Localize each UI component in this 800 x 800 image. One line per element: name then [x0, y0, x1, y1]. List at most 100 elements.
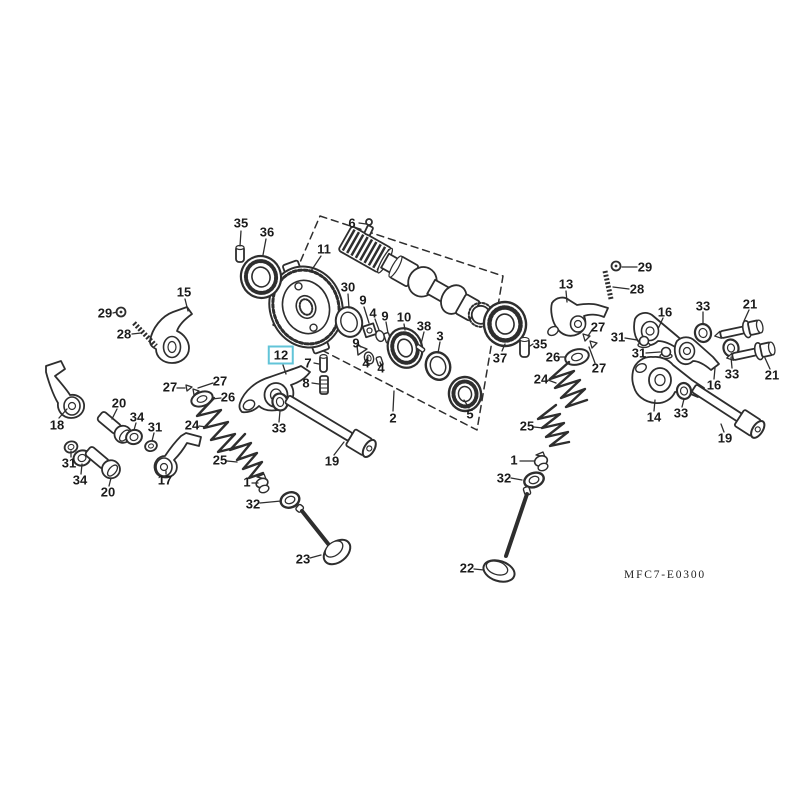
callout-21[interactable]: 21 — [742, 296, 758, 312]
callout-7[interactable]: 7 — [304, 355, 312, 371]
stud-28-left — [132, 321, 158, 348]
callout-27[interactable]: 27 — [591, 360, 607, 376]
callout-26[interactable]: 26 — [545, 349, 561, 365]
callout-31[interactable]: 31 — [147, 419, 163, 435]
callout-37[interactable]: 37 — [492, 350, 508, 366]
callout-32[interactable]: 32 — [496, 470, 512, 486]
callout-16[interactable]: 16 — [657, 304, 673, 320]
callout-29[interactable]: 29 — [97, 305, 113, 321]
callout-28[interactable]: 28 — [116, 326, 132, 342]
rocker-shaft-19-right — [691, 384, 766, 439]
valve-22 — [482, 486, 532, 583]
callout-35[interactable]: 35 — [233, 215, 249, 231]
ring-34-upper — [125, 428, 143, 446]
leader-line-12 — [282, 364, 287, 375]
callout-4[interactable]: 4 — [377, 360, 385, 376]
callout-11[interactable]: 11 — [317, 241, 331, 257]
callout-18[interactable]: 18 — [49, 417, 65, 433]
callout-30[interactable]: 30 — [340, 279, 356, 295]
callout-21[interactable]: 21 — [764, 367, 780, 383]
spring-seat-26-right — [564, 348, 590, 366]
leader-line-20 — [108, 477, 112, 487]
callout-23[interactable]: 23 — [295, 551, 311, 567]
callout-33[interactable]: 33 — [724, 366, 740, 382]
callout-34[interactable]: 34 — [72, 472, 88, 488]
callout-5[interactable]: 5 — [466, 406, 474, 422]
callout-9[interactable]: 9 — [381, 308, 389, 324]
leader-line-13 — [565, 290, 568, 303]
callout-8[interactable]: 8 — [302, 375, 310, 391]
callout-17[interactable]: 17 — [157, 472, 173, 488]
leader-line-25 — [226, 460, 238, 463]
callout-35[interactable]: 35 — [532, 336, 548, 352]
callout-9[interactable]: 9 — [352, 335, 360, 351]
nut-31-a — [637, 335, 651, 349]
cam-sprocket-11 — [268, 259, 344, 355]
ring-31-upper — [144, 439, 158, 453]
valve-spring-25-right — [536, 403, 571, 448]
stud-28-right — [602, 270, 614, 300]
callout-38[interactable]: 38 — [416, 318, 432, 334]
callout-1[interactable]: 1 — [243, 474, 251, 490]
callout-16[interactable]: 16 — [706, 377, 722, 393]
leader-line-9 — [358, 344, 362, 348]
callout-33[interactable]: 33 — [271, 420, 287, 436]
bolt-6 — [363, 218, 374, 237]
leader-line-3 — [437, 341, 441, 354]
callout-28[interactable]: 28 — [629, 281, 645, 297]
callout-25[interactable]: 25 — [519, 418, 535, 434]
leader-line-36 — [262, 238, 267, 256]
callout-27[interactable]: 27 — [162, 379, 178, 395]
adjusting-screw-8 — [319, 375, 329, 395]
callout-14[interactable]: 14 — [646, 409, 662, 425]
callout-10[interactable]: 10 — [396, 309, 412, 325]
callout-22[interactable]: 22 — [459, 560, 475, 576]
leader-line-32 — [510, 477, 523, 481]
leader-line-4 — [366, 356, 369, 361]
stem-seal-32-right — [523, 471, 545, 489]
leader-line-19 — [333, 441, 345, 456]
callout-34[interactable]: 34 — [129, 409, 145, 425]
callout-31[interactable]: 31 — [631, 345, 647, 361]
leader-line-6 — [358, 222, 367, 225]
callout-31[interactable]: 31 — [61, 455, 77, 471]
callout-33[interactable]: 33 — [695, 298, 711, 314]
callout-9[interactable]: 9 — [359, 292, 367, 308]
callout-19[interactable]: 19 — [324, 453, 340, 469]
callout-29[interactable]: 29 — [637, 259, 653, 275]
leader-line-27 — [588, 346, 596, 364]
callout-24[interactable]: 24 — [184, 417, 200, 433]
callout-26[interactable]: 26 — [220, 389, 236, 405]
bearing-36 — [239, 254, 283, 300]
callout-31[interactable]: 31 — [610, 329, 626, 345]
callout-12-highlighted[interactable]: 12 — [267, 345, 295, 365]
callout-15[interactable]: 15 — [176, 284, 192, 300]
callout-33[interactable]: 33 — [673, 405, 689, 421]
leader-line-33 — [730, 356, 733, 369]
callout-36[interactable]: 36 — [259, 224, 275, 240]
leader-line-35 — [529, 343, 534, 347]
callout-19[interactable]: 19 — [717, 430, 733, 446]
callout-1[interactable]: 1 — [510, 452, 518, 468]
callout-20[interactable]: 20 — [100, 484, 116, 500]
leader-line-31 — [645, 351, 661, 354]
callout-4[interactable]: 4 — [362, 355, 370, 371]
spring-retainer-1-right — [533, 451, 549, 472]
callout-25[interactable]: 25 — [212, 452, 228, 468]
leader-line-27 — [587, 329, 593, 337]
callout-20[interactable]: 20 — [111, 395, 127, 411]
callout-4[interactable]: 4 — [369, 305, 377, 321]
diagram-code: MFC7-E0300 — [624, 569, 706, 581]
leader-line-10 — [403, 323, 406, 331]
callout-24[interactable]: 24 — [533, 371, 549, 387]
leader-line-31 — [624, 337, 638, 341]
leader-line-16 — [713, 367, 716, 380]
callout-32[interactable]: 32 — [245, 496, 261, 512]
callout-13[interactable]: 13 — [558, 276, 574, 292]
callout-27[interactable]: 27 — [212, 373, 228, 389]
callout-27[interactable]: 27 — [590, 319, 606, 335]
callout-2[interactable]: 2 — [389, 410, 397, 426]
callout-6[interactable]: 6 — [348, 215, 356, 231]
nut-29-right — [610, 260, 622, 272]
callout-3[interactable]: 3 — [436, 328, 444, 344]
